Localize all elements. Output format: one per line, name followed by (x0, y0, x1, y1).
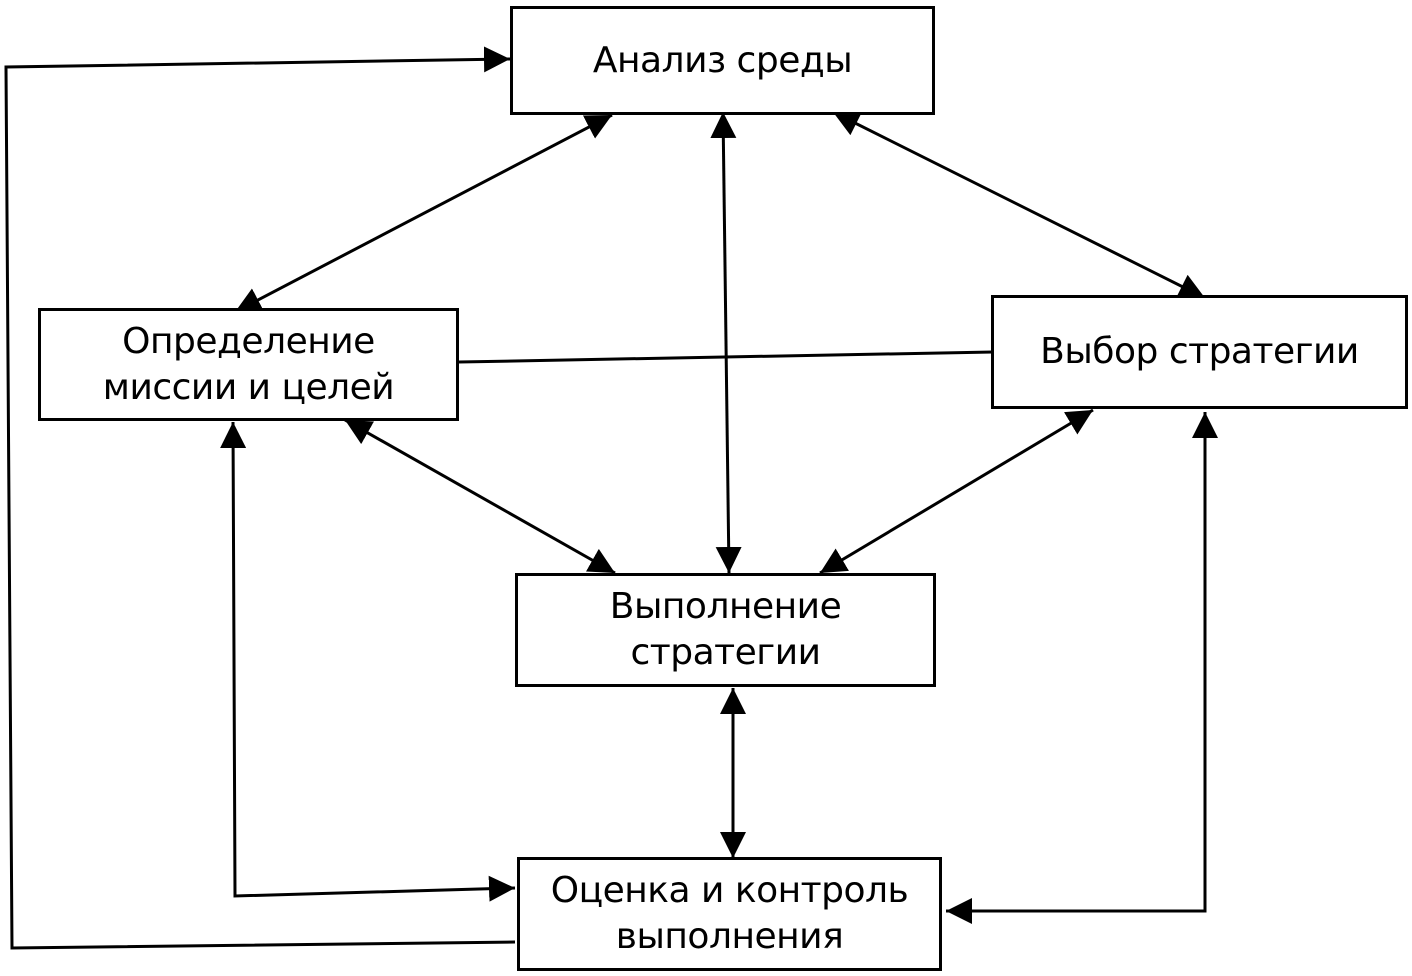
node-environment-analysis: Анализ среды (510, 6, 935, 115)
edge-mission-execution (344, 418, 616, 575)
edge-choice-execution (819, 408, 1094, 575)
edge-evaluation-analysis (4, 46, 516, 950)
node-label-line-2: выполнения (615, 916, 844, 957)
edge-analysis-execution (710, 111, 742, 574)
edge-analysis-choice (832, 110, 1206, 300)
node-label-line-2: стратегии (630, 632, 821, 673)
node-strategy-execution: Выполнение стратегии (515, 573, 936, 687)
node-label-line-1: Выполнение (609, 586, 842, 627)
node-label-line-1: Оценка и контроль (550, 870, 909, 911)
node-label-line-2: миссии и целей (102, 366, 395, 408)
edge-mission-evaluation (220, 421, 516, 902)
edge-choice-evaluation (946, 412, 1218, 924)
edge-analysis-mission (234, 113, 613, 314)
node-mission-definition: Определение миссии и целей (38, 308, 459, 421)
node-evaluation-control: Оценка и контроль выполнения (517, 857, 942, 971)
node-label: Выбор стратегии (1040, 331, 1359, 372)
node-strategy-choice: Выбор стратегии (991, 295, 1408, 409)
node-label: Анализ среды (592, 39, 853, 81)
node-label-line-1: Определение (122, 320, 375, 362)
edge-mission-choice (458, 350, 994, 364)
